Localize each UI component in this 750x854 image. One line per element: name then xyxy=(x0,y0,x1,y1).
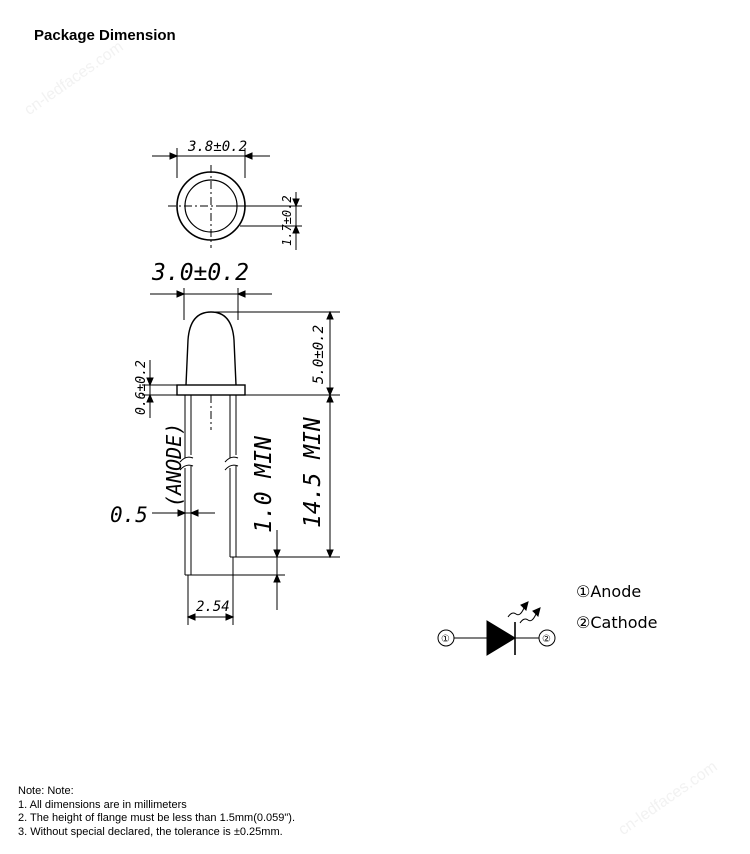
lens-height-label: 5.0±0.2 xyxy=(311,325,327,384)
lead-cut-label: 1.0 MIN xyxy=(251,436,277,533)
legend-cathode: ②Cathode xyxy=(576,613,658,632)
top-side-label: 1.7±0.2 xyxy=(280,195,294,246)
body-diameter-label: 3.0±0.2 xyxy=(151,260,249,286)
note-item: 1. All dimensions are in millimeters xyxy=(18,798,187,811)
lead-length-label: 14.5 MIN xyxy=(300,417,326,528)
page-title: Package Dimension xyxy=(34,27,176,44)
pin1-marker: ① xyxy=(441,634,450,645)
lead-spacing-label: 2.54 xyxy=(196,599,230,615)
note-item: 3. Without special declared, the toleran… xyxy=(18,825,283,838)
pin2-marker: ② xyxy=(542,634,551,645)
anode-label: (ANODE) xyxy=(162,423,186,507)
led-schematic-symbol xyxy=(437,601,556,656)
legend-anode: ①Anode xyxy=(576,582,641,601)
side-view xyxy=(142,288,340,625)
note-item: 2. The height of flange must be less tha… xyxy=(18,812,296,824)
notes-section: Note: Note: 1. All dimensions are in mil… xyxy=(18,785,295,839)
lead-width-label: 0.5 xyxy=(110,503,148,527)
notes-heading: Note: Note: xyxy=(18,785,74,797)
top-view xyxy=(152,148,302,250)
top-diameter-label: 3.8±0.2 xyxy=(187,139,247,155)
flange-height-label: 0.6±0.2 xyxy=(134,360,149,415)
